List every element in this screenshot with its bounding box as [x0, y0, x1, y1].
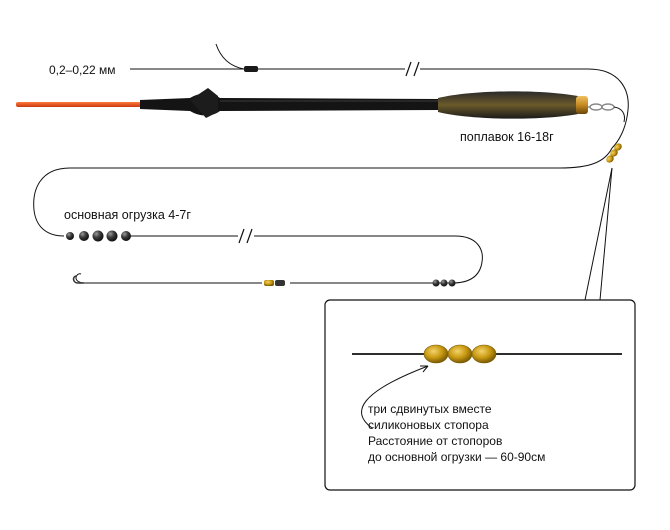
callout-arrow: [361, 365, 429, 429]
float-antenna-tip: [16, 102, 141, 107]
float-cap: [576, 96, 588, 114]
leader-shots: [432, 279, 456, 287]
line-connector: [244, 66, 258, 72]
float-fin: [190, 88, 218, 118]
hook-icon: [72, 275, 84, 284]
callout-box: [324, 299, 636, 491]
callout-text-line: до основной огрузки — 60-90см: [368, 450, 546, 464]
float-stem: [140, 93, 440, 116]
leader-connector: [264, 280, 285, 286]
callout-text: три сдвинутых вместе силиконовых стопора…: [368, 401, 545, 465]
main-sinker-label: основная огрузка 4-7г: [64, 208, 191, 222]
float-stoppers: [606, 143, 622, 163]
callout-text-line: силиконовых стопора: [368, 418, 489, 432]
callout-text-line: Расстояние от стопоров: [368, 434, 503, 448]
float-label: поплавок 16-18г: [460, 130, 554, 144]
main-line: [33, 43, 629, 284]
line-break-mark-middle: [238, 228, 253, 244]
swivel-line: [613, 106, 625, 123]
main-sinker-shots: [66, 230, 131, 242]
line-diameter-label: 0,2–0,22 мм: [49, 63, 116, 77]
float: [16, 88, 588, 119]
callout-arrowhead: [420, 365, 429, 373]
float-bulb: [438, 91, 578, 119]
line-break-mark-top: [405, 61, 420, 77]
swivel: [588, 103, 615, 111]
leader-line: [75, 273, 452, 284]
callout-pointer: [584, 167, 613, 301]
callout-stoppers: [423, 344, 497, 364]
callout-text-line: три сдвинутых вместе: [368, 402, 492, 416]
